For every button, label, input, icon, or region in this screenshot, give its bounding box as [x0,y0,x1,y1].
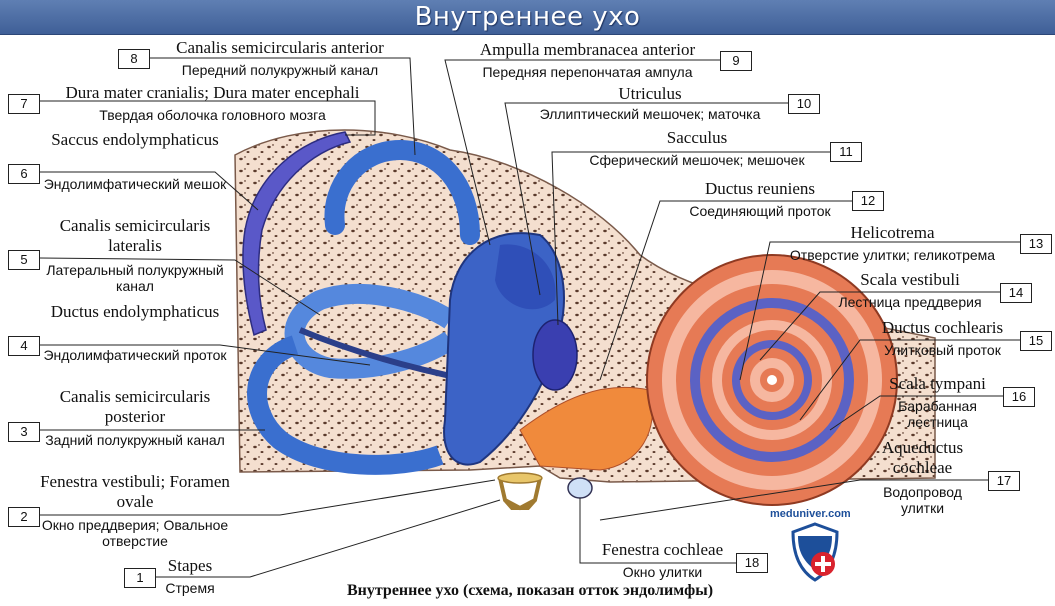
label-16-latin: Scala tympani [889,374,986,393]
label-15-russian: Улитковый проток [884,342,1001,358]
label-4-russian: Эндолимфатический проток [43,347,227,363]
shield-logo-icon [791,522,839,582]
inner-ear-illustration [39,57,1025,578]
label-15-number: 15 [1020,331,1052,351]
canal-posterior-shape [247,335,444,475]
label-10-russian: Эллиптический мешочек; маточка [539,106,761,122]
figure-caption: Внутреннее ухо (схема, показан отток энд… [346,582,714,599]
label-14-number: 14 [1000,283,1032,303]
label-13-russian: Отверстие улитки; геликотрема [789,247,996,263]
label-3-russian: Задний полукружный канал [45,432,225,448]
label-14-latin: Scala vestibuli [860,270,960,289]
label-7-russian: Твердая оболочка головного мозга [99,107,326,123]
label-2-russian: Окно преддверия; Овальное отверстие [41,517,229,549]
stapes-shape [498,477,542,511]
page-title: Внутреннее ухо [414,2,641,32]
round-window-shape [567,477,593,499]
label-9-number: 9 [720,51,752,71]
leader-lines [39,57,1025,578]
label-18-russian: Окно улитки [622,564,703,580]
label-4-latin: Ductus endolymphaticus [50,302,220,321]
label-5-number: 5 [8,250,40,270]
utricle-shape [495,244,556,310]
label-16-russian: Барабанная лестница [898,398,977,430]
label-17-latin: Aqueductus cochleae [881,438,964,477]
label-9-russian: Передняя перепончатая ампула [482,64,693,80]
label-2-latin: Fenestra vestibuli; Foramen ovale [40,472,230,511]
watermark-text: meduniver.com [770,508,851,520]
label-18-latin: Fenestra cochleae [601,540,724,559]
saccule-shape [532,319,578,391]
label-2-number: 2 [8,507,40,527]
label-1-number: 1 [124,568,156,588]
title-bar: Внутреннее ухо [0,0,1055,35]
label-1-latin: Stapes [167,556,213,575]
label-5-latin: Canalis semicircularis lateralis [59,216,211,255]
label-8-russian: Передний полукружный канал [181,62,379,78]
label-3-latin: Canalis semicircularis posterior [59,387,211,426]
label-12-latin: Ductus reuniens [704,179,815,198]
label-12-russian: Соединяющий проток [689,203,831,219]
label-1-russian: Стремя [165,580,215,596]
label-9-latin: Ampulla membranacea anterior [479,40,696,59]
label-17-russian: Водопровод улитки [883,484,962,516]
label-11-russian: Сферический мешочек; мешочек [589,152,805,168]
label-11-latin: Sacculus [666,128,728,147]
label-11-number: 11 [830,142,862,162]
saccus-endolymphaticus-shape [242,131,352,337]
label-5-russian: Латеральный полукружный канал [46,262,224,294]
label-7-latin: Dura mater cranialis; Dura mater encepha… [65,83,360,102]
label-6-number: 6 [8,164,40,184]
label-18-number: 18 [736,553,768,573]
label-17-number: 17 [988,471,1020,491]
label-15-latin: Ductus cochlearis [881,318,1004,337]
label-6-russian: Эндолимфатический мешок [43,176,227,192]
label-13-number: 13 [1020,234,1052,254]
label-4-number: 4 [8,336,40,356]
label-16-number: 16 [1003,387,1035,407]
canal-anterior-shape [324,139,480,245]
label-6-latin: Saccus endolymphaticus [51,130,219,149]
label-10-number: 10 [788,94,820,114]
label-8-number: 8 [118,49,150,69]
label-13-latin: Helicotrema [850,223,935,242]
label-14-russian: Лестница преддверия [838,294,982,310]
label-12-number: 12 [852,191,884,211]
label-3-number: 3 [8,422,40,442]
label-10-latin: Utriculus [618,84,682,103]
label-8-latin: Canalis semicircularis anterior [176,38,384,57]
label-7-number: 7 [8,94,40,114]
